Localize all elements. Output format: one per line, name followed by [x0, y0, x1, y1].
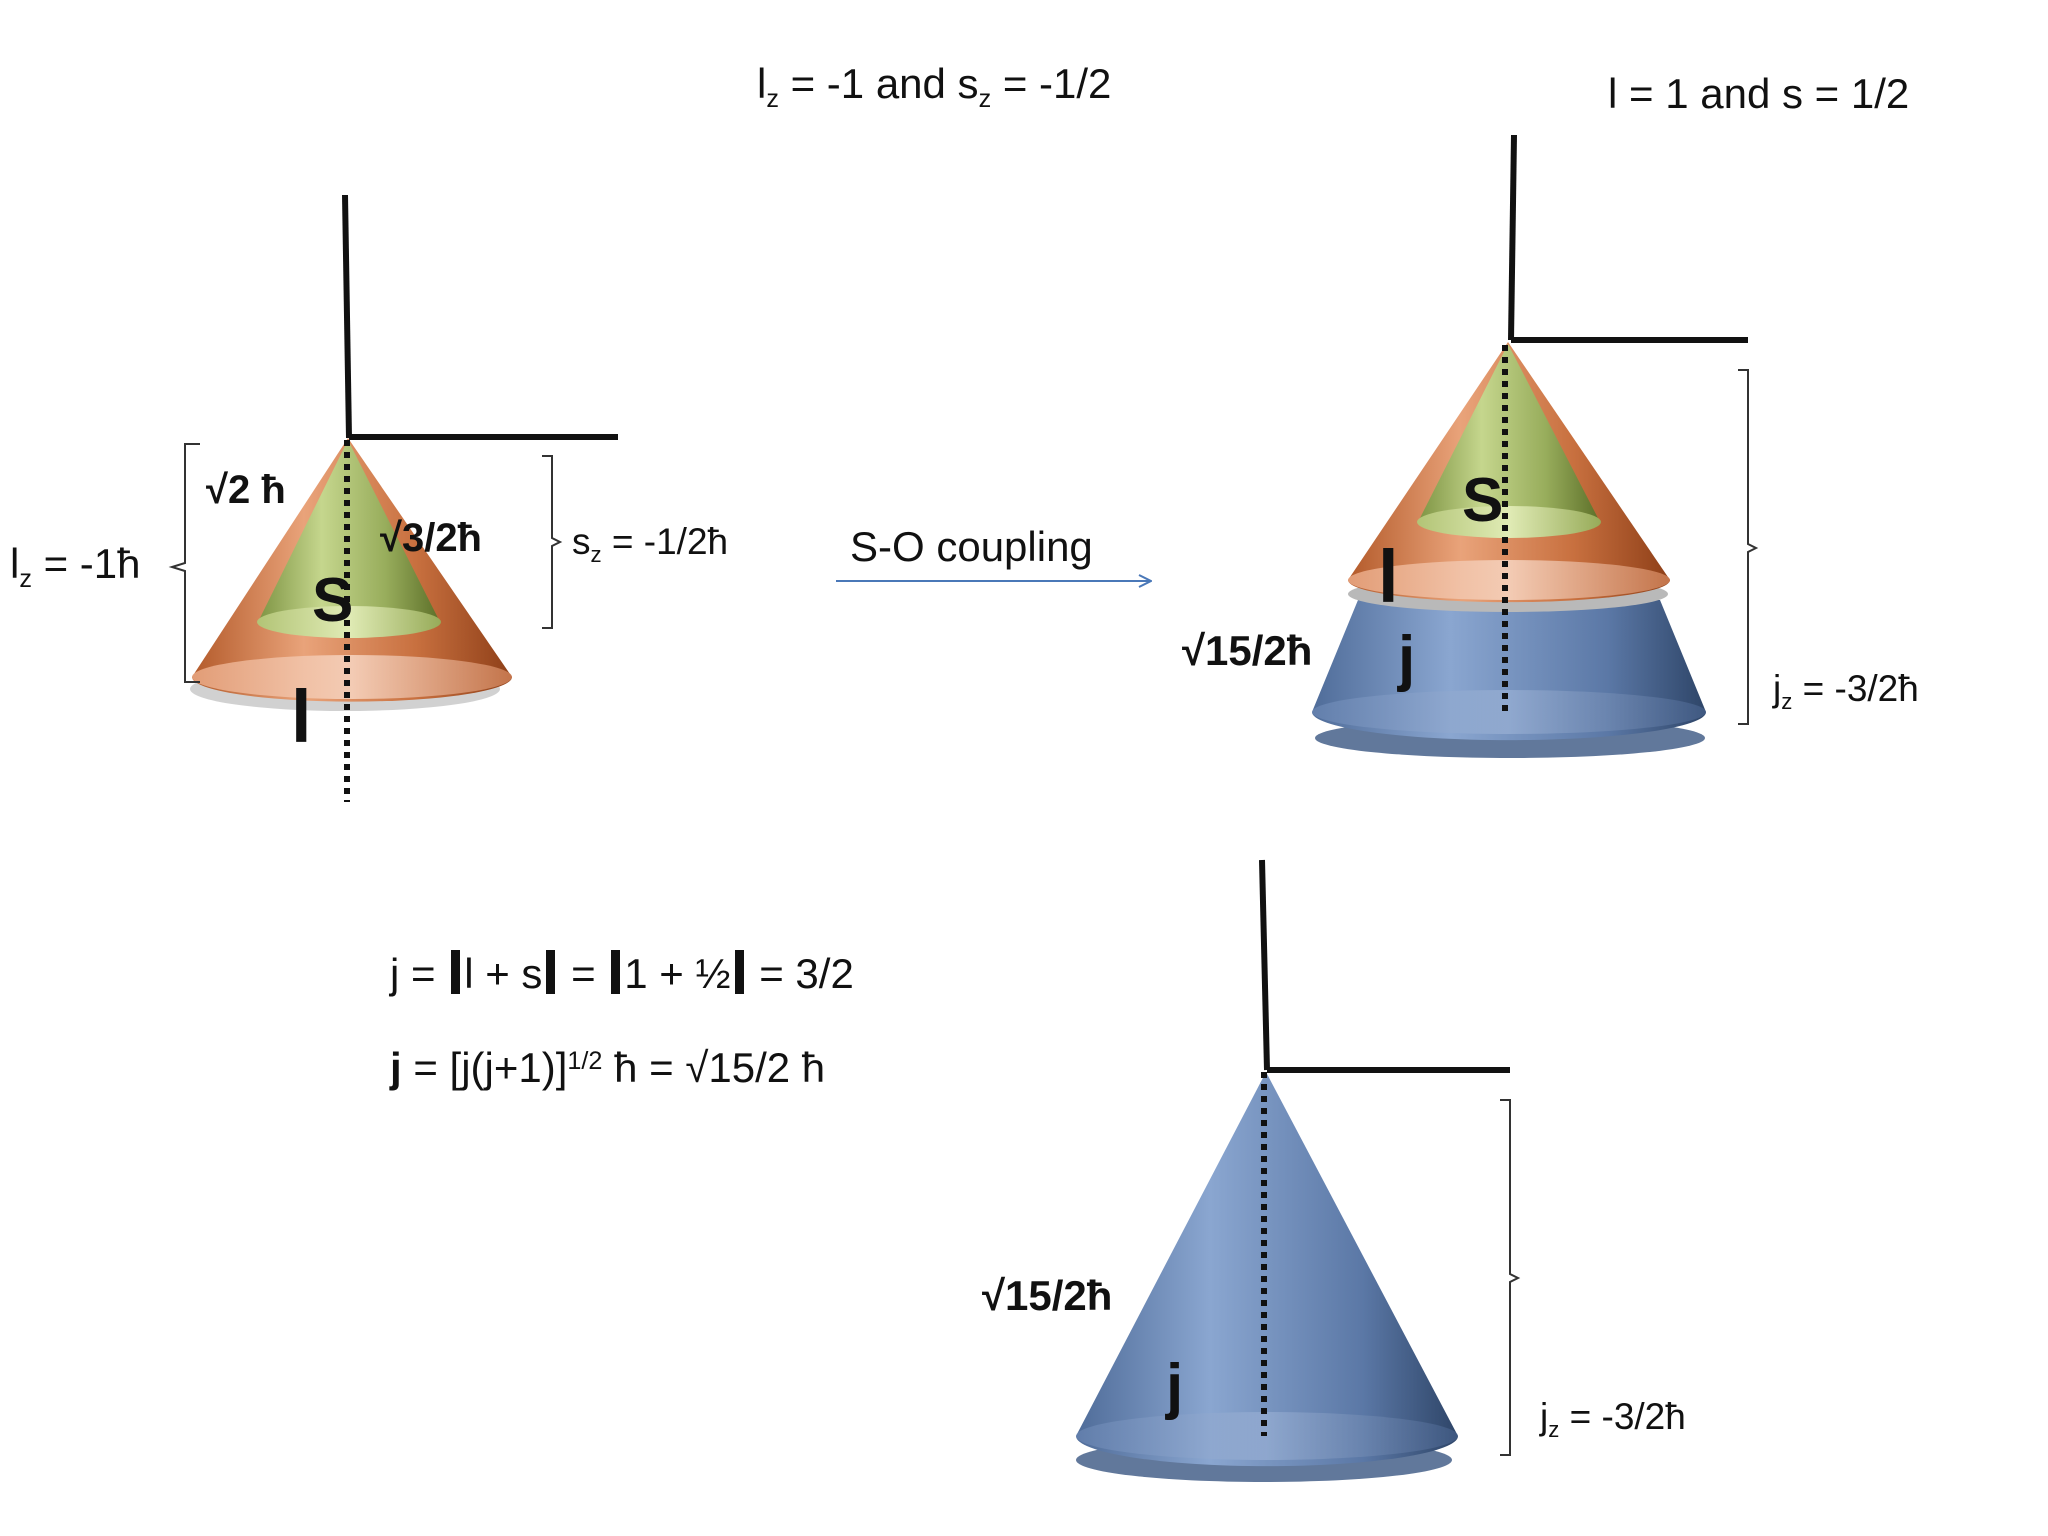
- sz-value-label: sz = -1/2ħ: [572, 521, 729, 565]
- bottom-jz-bracket: [1500, 1099, 1521, 1456]
- j-quantum-number-equation: j = l + s = 1 + ½ = 3/2: [390, 950, 854, 995]
- right-axis-vertical: [1508, 134, 1517, 341]
- abs-bar-left-2: [611, 950, 621, 995]
- bottom-jz-label-sub: z: [1548, 1416, 1560, 1442]
- eq2-bold-j: j: [390, 1044, 402, 1091]
- bottom-jz-label-tail: = -3/2ħ: [1559, 1396, 1686, 1437]
- abs-bar-right-1: [546, 950, 556, 995]
- eq1-part1: j =: [390, 949, 448, 997]
- quantum-numbers-projection-title: lz = -1 and sz = -1/2: [757, 60, 1112, 112]
- so-coupling-label: S-O coupling: [850, 523, 1093, 570]
- lz-symbol: l: [757, 60, 767, 107]
- sz-label-base: s: [572, 521, 591, 562]
- bottom-jz-label-base: j: [1540, 1396, 1549, 1437]
- left-s-vector-letter: S: [312, 566, 354, 635]
- lz-value-label: lz = -1ħ: [10, 540, 141, 592]
- right-green-cone: [1418, 344, 1600, 538]
- lz-subscript: z: [766, 84, 779, 113]
- abs-bar-left-1: [451, 950, 461, 995]
- lz-label-tail: = -1ħ: [31, 540, 141, 587]
- lz-label-base: l: [10, 540, 20, 587]
- right-l-vector-letter: l: [1378, 535, 1399, 618]
- bottom-axis-vertical: [1259, 859, 1270, 1071]
- eq1-part5: = 3/2: [747, 949, 854, 997]
- lz-label-sub: z: [19, 564, 32, 593]
- sz-subscript: z: [978, 84, 992, 113]
- quantum-numbers-title: l = 1 and s = 1/2: [1608, 70, 1910, 117]
- j-magnitude-equation: j = [j(j+1)]1/2 ħ = √15/2 ħ: [390, 1047, 825, 1089]
- left-axis-vertical: [342, 194, 352, 439]
- left-lz-bracket: [168, 443, 200, 683]
- sz-label-tail: = -1/2ħ: [601, 521, 729, 562]
- right-green-cone-base: [1417, 506, 1601, 538]
- l-magnitude-label: √2 ħ: [206, 468, 286, 512]
- eq2-part1: = [j(j+1)]: [401, 1044, 568, 1091]
- eq2-exponent: 1/2: [567, 1047, 603, 1076]
- abs-bar-right-2: [734, 950, 744, 995]
- left-cone-diagram: [168, 194, 618, 802]
- eq1-part2: l + s: [464, 949, 543, 997]
- right-jz-label-sub: z: [1781, 688, 1793, 714]
- lz-mid-text: = -1 and s: [778, 60, 979, 107]
- left-sz-bracket: [542, 455, 563, 629]
- right-orange-cone-base: [1348, 560, 1670, 600]
- right-jz-bracket: [1738, 369, 1759, 725]
- bottom-j-vector-letter: j: [1166, 1352, 1184, 1421]
- bottom-cone-diagram: [1076, 859, 1521, 1482]
- bottom-j-magnitude-label: √15/2ħ: [982, 1272, 1113, 1319]
- left-orange-cone-base: [192, 655, 512, 699]
- eq2-part2: ħ = √15/2 ħ: [602, 1044, 826, 1091]
- sz-label-sub: z: [590, 541, 602, 567]
- right-jz-label-tail: = -3/2ħ: [1792, 668, 1919, 709]
- right-jz-label-base: j: [1773, 668, 1782, 709]
- right-j-magnitude-label: √15/2ħ: [1182, 627, 1313, 674]
- left-l-vector-letter: l: [291, 675, 312, 758]
- eq1-part4: 1 + ½: [624, 949, 731, 997]
- right-blue-cone-base: [1312, 690, 1706, 734]
- right-s-vector-letter: S: [1462, 466, 1504, 535]
- bottom-jz-value-label: jz = -3/2ħ: [1540, 1396, 1686, 1440]
- right-jz-value-label: jz = -3/2ħ: [1773, 668, 1919, 712]
- sz-tail-text: = -1/2: [991, 60, 1112, 107]
- s-magnitude-label: √3/2ħ: [380, 516, 482, 560]
- right-cone-diagram: [1312, 134, 1759, 758]
- right-j-vector-letter: j: [1398, 624, 1416, 693]
- eq1-part3: =: [559, 949, 608, 997]
